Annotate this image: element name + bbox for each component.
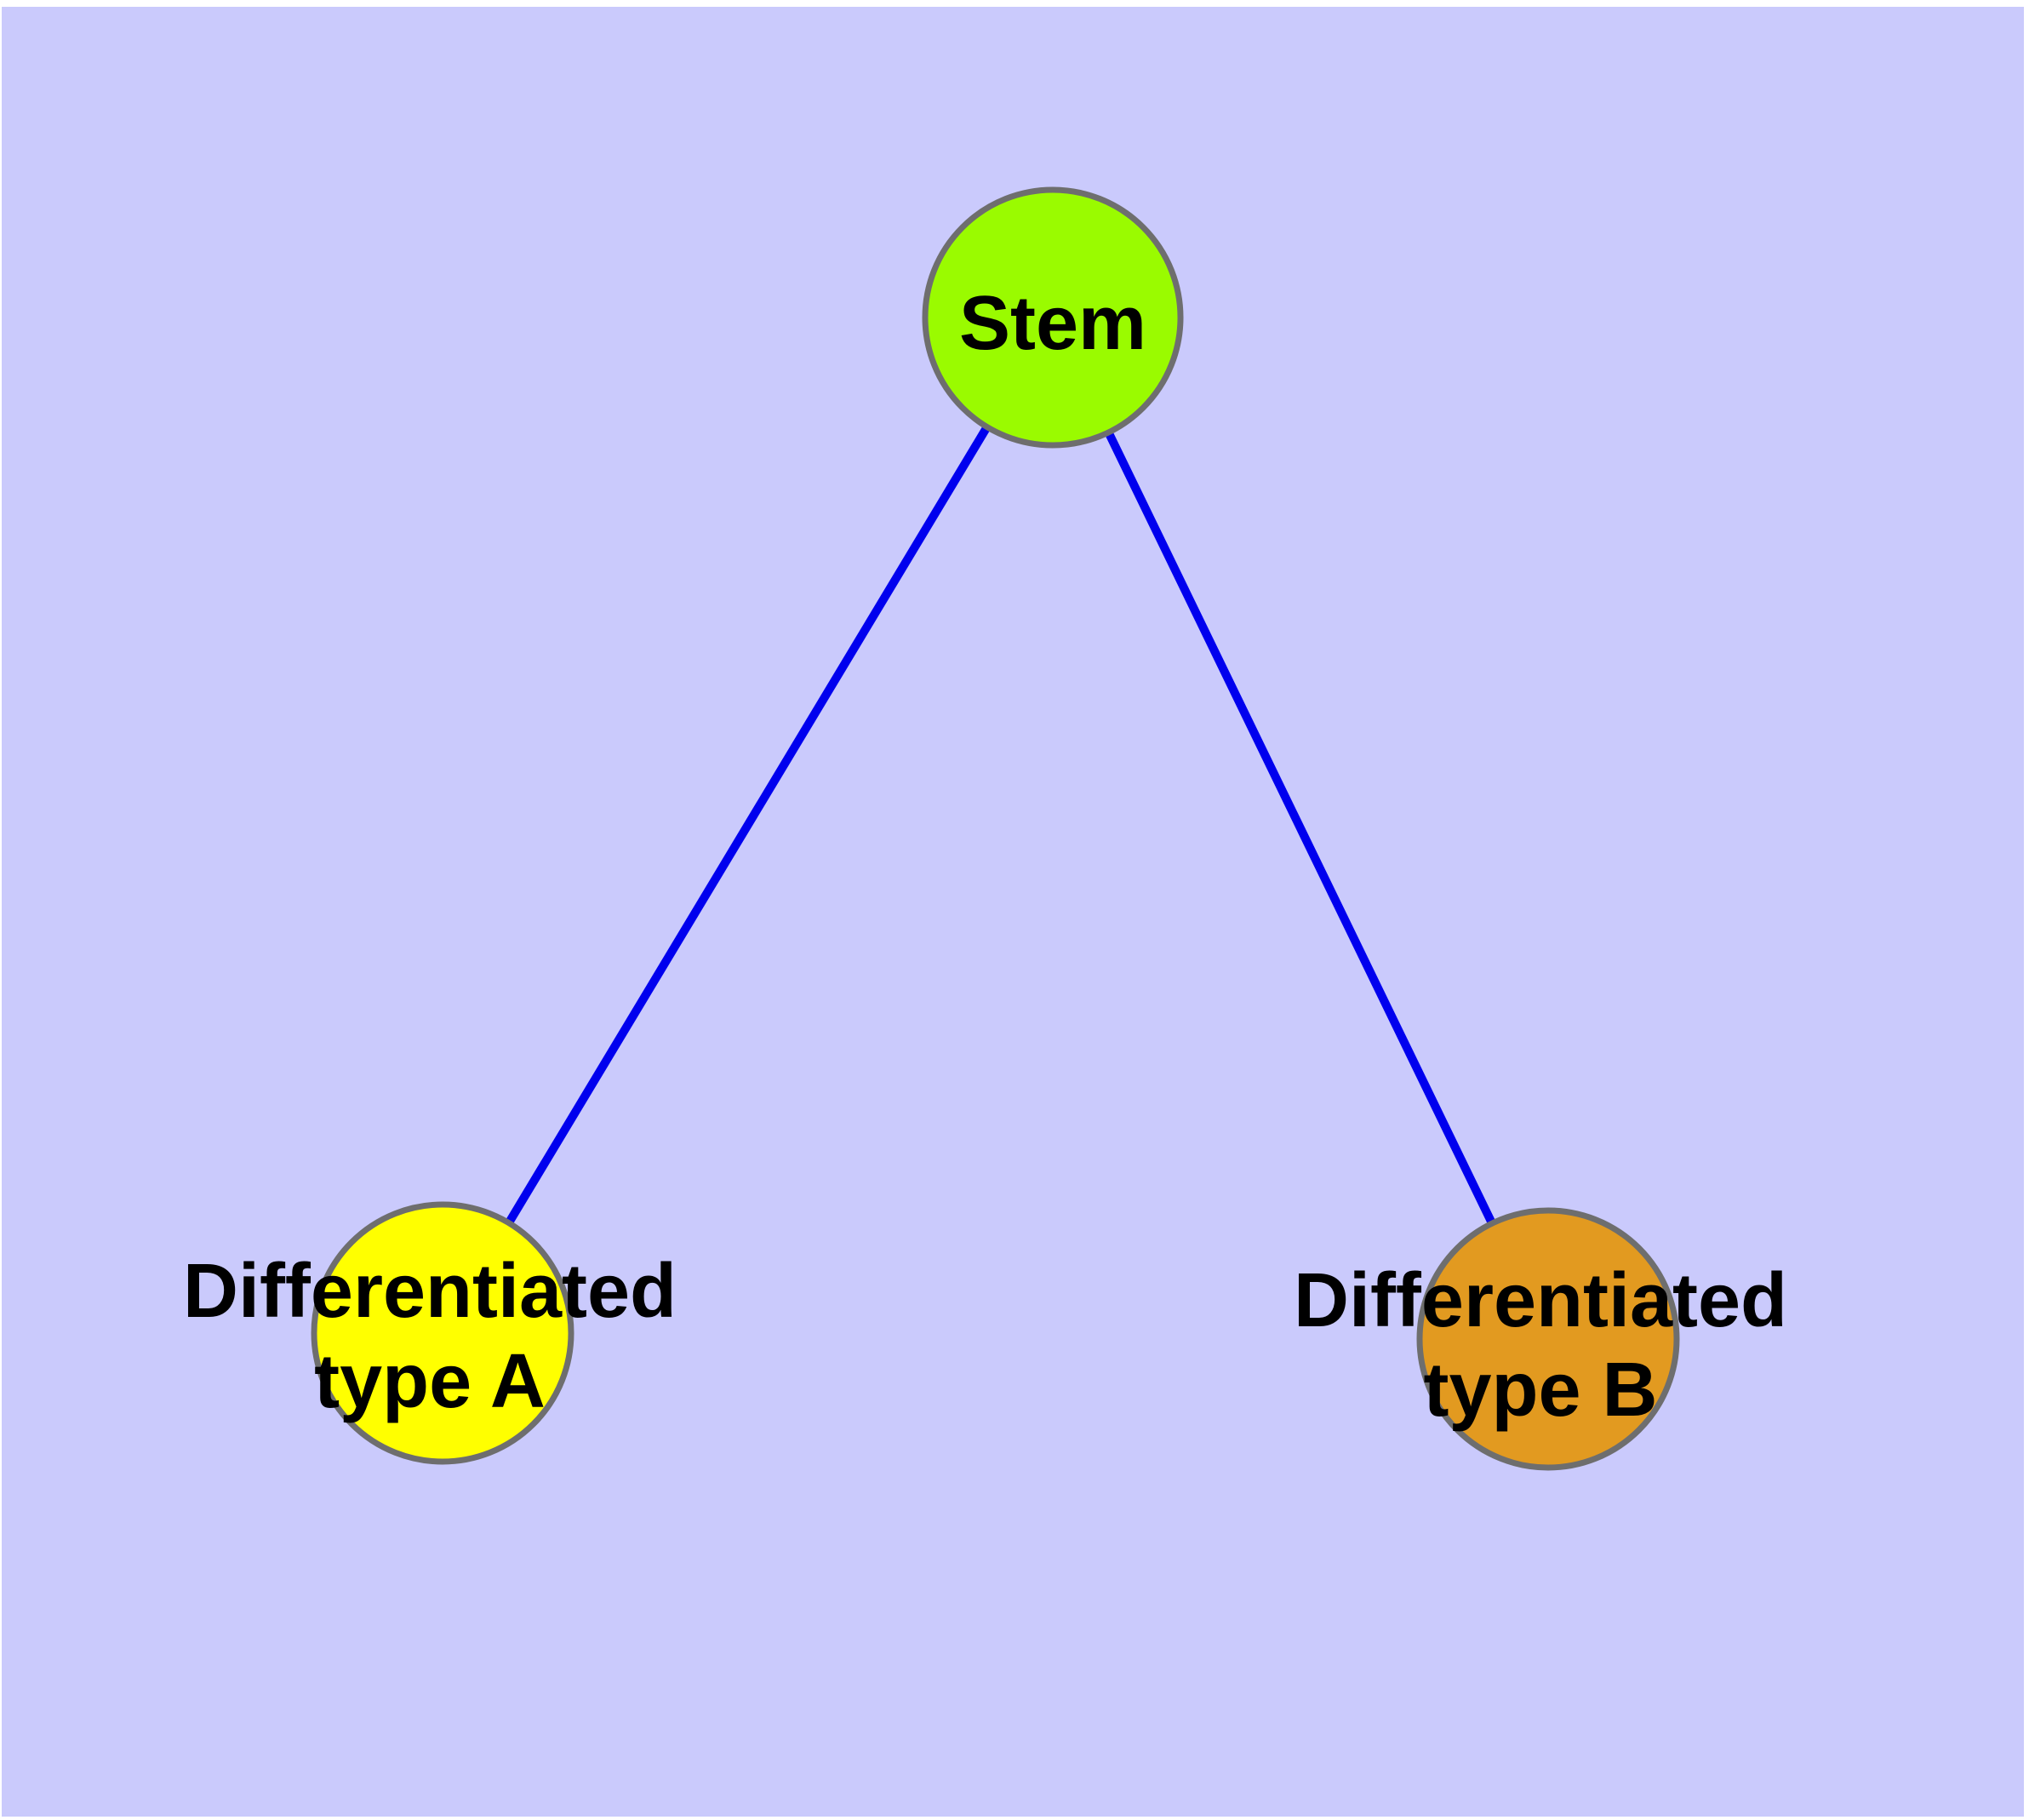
node-differentiated-type-a xyxy=(311,1201,574,1465)
node-differentiated-type-b xyxy=(1416,1207,1680,1471)
edge-stem-to-differentiated-type-b xyxy=(1049,315,1552,1342)
node-label-stem: Stem xyxy=(959,281,1146,366)
edge-stem-to-differentiated-type-a xyxy=(438,315,1057,1336)
node-stem xyxy=(922,186,1184,449)
